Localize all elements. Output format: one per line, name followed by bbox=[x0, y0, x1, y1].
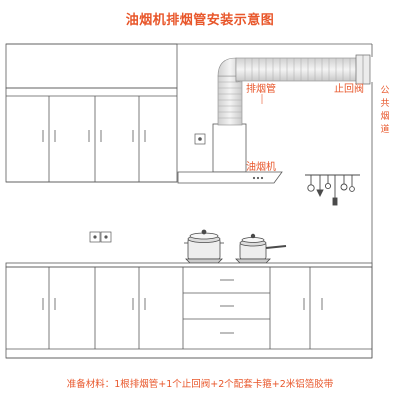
range-hood bbox=[177, 123, 283, 184]
diagram-title: 油烟机排烟管安装示意图 bbox=[125, 13, 275, 28]
label-check-valve: 止回阀 bbox=[334, 84, 364, 95]
stock-pot bbox=[184, 229, 224, 260]
exhaust-pipe bbox=[217, 57, 367, 126]
countertop bbox=[5, 262, 373, 268]
check-valve bbox=[355, 54, 371, 85]
lower-cabinets bbox=[5, 266, 373, 359]
socket-upper bbox=[194, 133, 206, 145]
upper-cabinets bbox=[5, 43, 178, 183]
socket-backsplash bbox=[89, 231, 112, 243]
label-public-flue: 公共烟道 bbox=[380, 86, 390, 135]
label-range-hood: 油烟机 bbox=[246, 162, 276, 173]
label-exhaust-pipe: 排烟管 bbox=[246, 84, 276, 95]
stove-burners bbox=[185, 258, 271, 264]
sauce-pan bbox=[239, 233, 287, 260]
utensil-rail bbox=[305, 174, 360, 206]
materials-note: 准备材料：1根排烟管+1个止回阀+2个配套卡箍+2米铝箔胶带 bbox=[66, 379, 334, 390]
